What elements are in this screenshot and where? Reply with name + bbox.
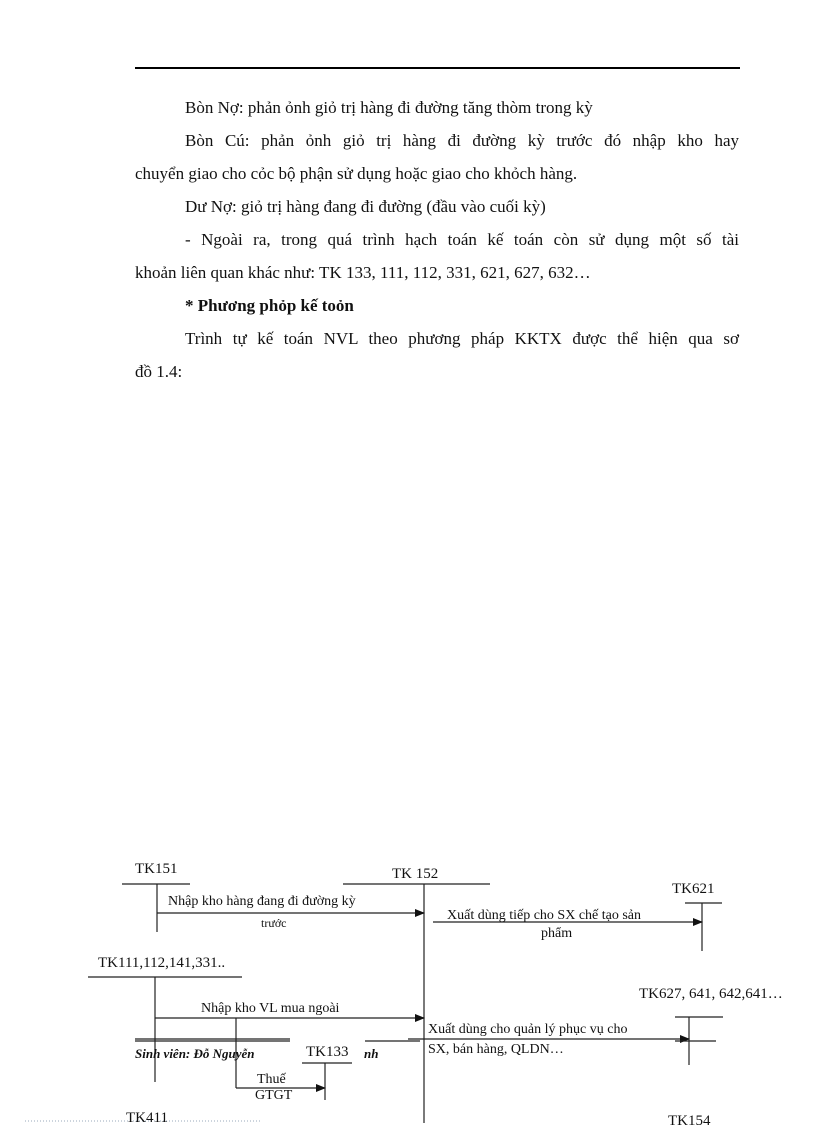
flow-label: trước [261,916,287,930]
account-label-tk411: TK411 [126,1110,168,1126]
paragraph: chuyển giao cho cỏc bộ phận sử dụng hoặc… [135,164,578,183]
flow-label: Thuế [257,1072,286,1087]
flow-label: phẩm [541,926,573,941]
account-label-tk111: TK111,112,141,331.. [98,955,226,971]
paragraph: - Ngoài ra, trong quá trình hạch toán kế… [185,230,739,249]
paragraph: Bòn Cú: phản ỏnh giỏ trị hàng đi đường k… [185,131,739,150]
paragraph: khoản liên quan khác như: TK 133, 111, 1… [135,263,591,282]
footer-student-suffix: nh [364,1046,379,1061]
flow-label: SX, bán hàng, QLDN… [428,1042,564,1057]
flow-label: Xuất dùng tiếp cho SX chế tạo sản [447,908,642,923]
flow-label: Nhập kho hàng đang đi đường kỳ [168,894,356,909]
flow-label: Xuất dùng cho quản lý phục vụ cho [428,1022,628,1037]
paragraph: Dư Nợ: giỏ trị hàng đang đi đường (đầu v… [185,197,546,216]
flow-label: Nhập kho VL mua ngoài [201,1001,340,1016]
paragraph: Bòn Nợ: phản ỏnh giỏ trị hàng đi đường t… [185,98,593,117]
body-text: Bòn Nợ: phản ỏnh giỏ trị hàng đi đường t… [135,91,739,388]
account-label-tk154: TK154 [668,1113,711,1129]
account-label-tk627: TK627, 641, 642,641… [639,986,783,1002]
section-heading: * Phương phỏp kế toỏn [185,296,354,315]
header-rule [135,67,740,69]
account-label-tk621: TK621 [672,881,715,897]
account-label-tk133: TK133 [306,1044,349,1060]
paragraph: đồ 1.4: [135,362,183,381]
label-backing [292,1040,358,1062]
account-label-tk152: TK 152 [392,866,439,882]
footer-student-name: Sinh viên: Đỗ Nguyễn [135,1046,255,1062]
footer-student-prefix: Sinh viên: Đỗ Nguyễn [135,1046,255,1061]
flow-label: GTGT [255,1088,293,1103]
paragraph: Trình tự kế toán NVL theo phương pháp KK… [185,329,739,348]
account-label-tk151: TK151 [135,861,178,877]
